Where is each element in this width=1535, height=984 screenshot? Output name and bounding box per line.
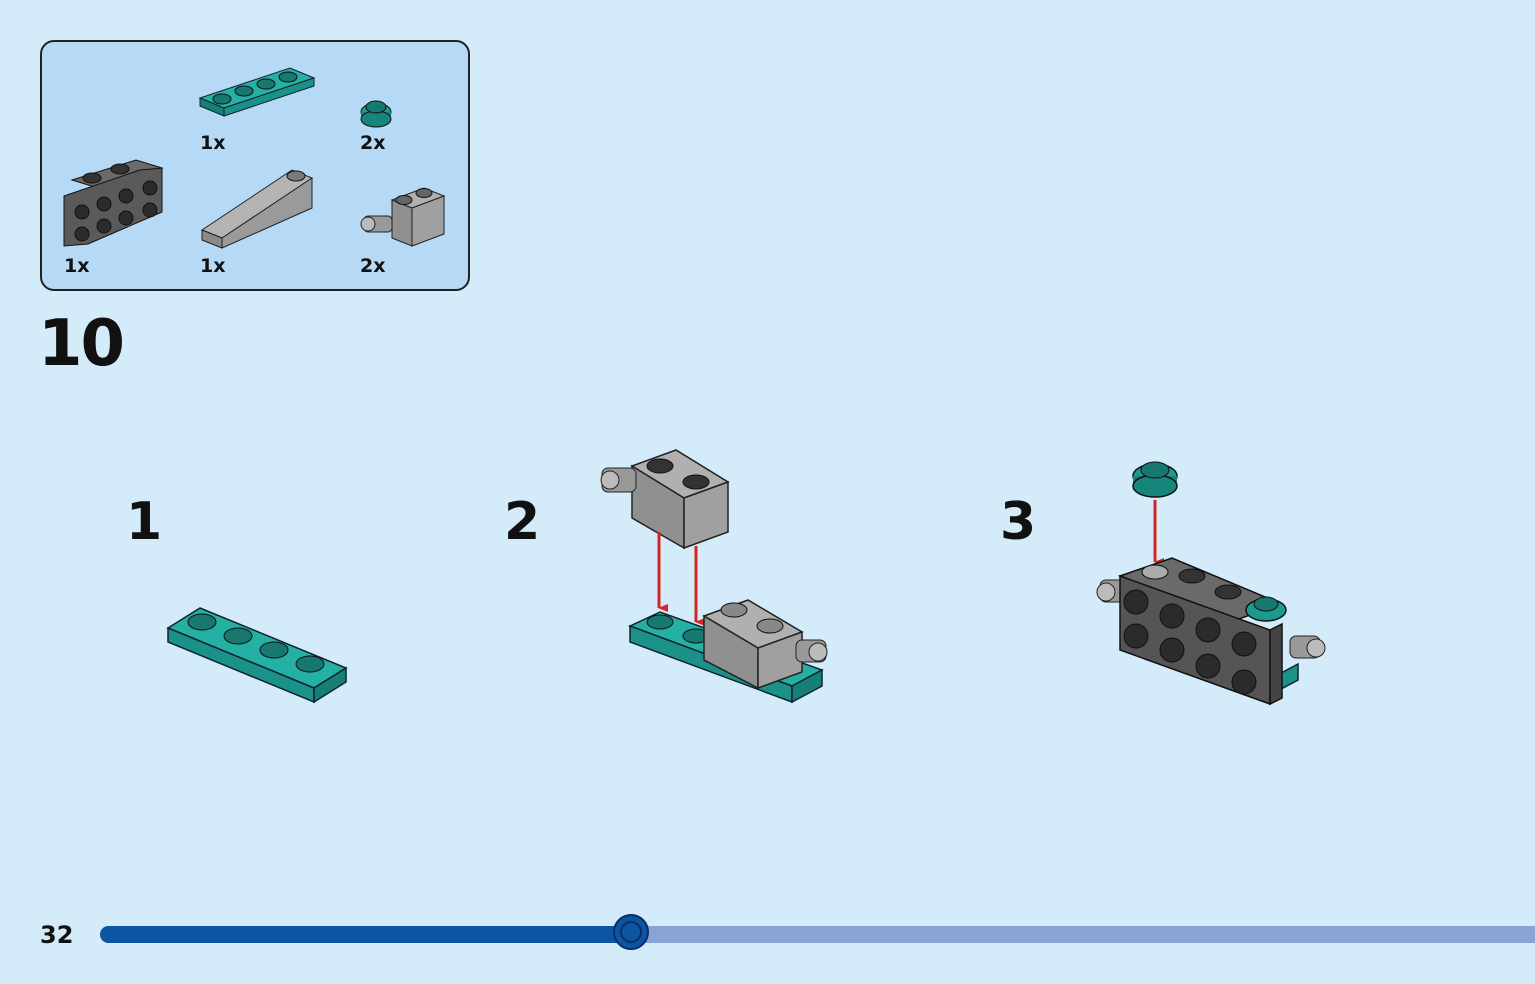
parts-qty: 1x bbox=[200, 255, 226, 277]
gray-slope-icon bbox=[200, 169, 314, 249]
dark-gray-bracket-icon bbox=[63, 159, 164, 247]
substep-1-illustration bbox=[166, 607, 348, 704]
parts-qty: 1x bbox=[200, 132, 226, 154]
substep-number: 1 bbox=[126, 492, 163, 552]
progress-bar-fill bbox=[100, 926, 631, 943]
progress-bar bbox=[100, 914, 1535, 950]
parts-qty: 2x bbox=[360, 132, 386, 154]
substep-2-illustration bbox=[600, 449, 828, 704]
substep-number: 2 bbox=[504, 492, 541, 552]
parts-qty: 1x bbox=[64, 255, 90, 277]
substep-3-illustration bbox=[1096, 461, 1326, 706]
teal-plate-1x4-icon bbox=[198, 67, 316, 117]
progress-knob[interactable] bbox=[613, 914, 649, 950]
parts-list-box: 1x 2x 1x bbox=[40, 40, 470, 291]
gray-hinge-brick-icon bbox=[360, 187, 446, 247]
page-number: 32 bbox=[40, 921, 74, 949]
step-number: 10 bbox=[38, 307, 125, 381]
substep-number: 3 bbox=[1000, 492, 1037, 552]
teal-round-plate-1x1-icon bbox=[360, 100, 392, 128]
parts-qty: 2x bbox=[360, 255, 386, 277]
